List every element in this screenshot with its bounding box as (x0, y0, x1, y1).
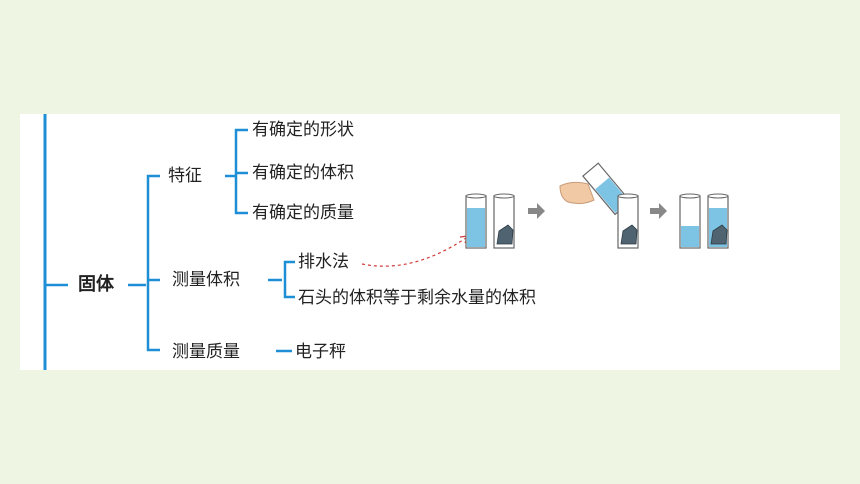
feature-volume-text: 有确定的体积 (252, 163, 354, 183)
empty-cup-with-rock-icon (493, 193, 515, 249)
volume-bracket (268, 260, 295, 299)
receiving-cup-icon (617, 193, 639, 249)
level1-bracket (146, 174, 160, 352)
right-arrow-icon (528, 203, 545, 219)
right-arrow-icon (650, 203, 667, 219)
features-bracket (225, 128, 248, 215)
branch-volume-label: 测量体积 (172, 270, 240, 290)
cup-with-water-icon (465, 193, 487, 249)
rock-icon (620, 224, 638, 245)
rock-icon (496, 224, 514, 245)
rock-icon (710, 224, 728, 245)
mass-tool-text: 电子秤 (295, 342, 346, 362)
branch-mass-label: 测量质量 (172, 342, 240, 362)
root-label: 固体 (76, 274, 116, 295)
branch-features-label: 特征 (168, 166, 202, 186)
volume-method-text: 排水法 (298, 252, 349, 272)
feature-shape-text: 有确定的形状 (252, 120, 354, 140)
mind-map-lines (43, 114, 729, 370)
hand-icon (559, 181, 595, 205)
mind-map-panel: 固体 特征 有确定的形状 有确定的体积 有确定的质量 测量体积 排水法 石头的体… (20, 114, 840, 370)
result-cup-water-icon (679, 193, 701, 249)
feature-mass-text: 有确定的质量 (252, 203, 354, 223)
dashed-connector (361, 237, 467, 267)
result-cup-rock-icon (707, 193, 729, 249)
volume-result-text: 石头的体积等于剩余水量的体积 (298, 288, 536, 308)
